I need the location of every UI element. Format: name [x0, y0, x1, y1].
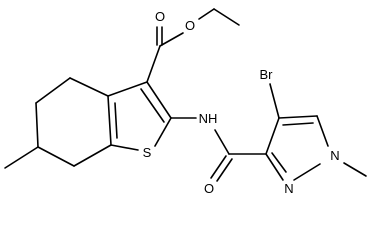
bond-pz-c5-n1: [316, 115, 329, 147]
bond-ester-c-ring: [146, 45, 161, 83]
bond-c3a-c7a-a: [107, 95, 112, 146]
bond-pz-n1-methyl: [343, 162, 367, 177]
bond-group: [4, 8, 367, 182]
bond-pz-c4-c5-a: [278, 115, 318, 119]
bond-pz-n1-n2: [293, 163, 321, 181]
bond-pz-n2-c3-a: [265, 153, 284, 181]
structure-canvas: O O S NH Br O N N: [4, 8, 367, 196]
atom-label-ester-carbonyl-oxygen: O: [155, 9, 165, 24]
bond-amide-c-o-a: [210, 155, 227, 179]
bond-amide-c-o-b: [216, 158, 233, 182]
bond-s-c7a: [110, 144, 139, 151]
bond-c4-c5: [35, 77, 71, 104]
atom-label-amide-carbonyl-oxygen: O: [204, 181, 214, 196]
bond-pz-n2-c3-b: [271, 152, 287, 173]
atom-label-pyrazole-n1: N: [330, 148, 339, 163]
atom-label-sulfur: S: [143, 145, 152, 160]
bond-ethyl-ch3: [213, 8, 240, 26]
bond-ethyl-ch2-o: [198, 8, 215, 20]
atom-label-bromine: Br: [260, 67, 274, 82]
bond-c6-methyl: [4, 146, 39, 169]
atom-label-amide-nh: NH: [199, 111, 218, 126]
bond-ester-o-c: [159, 32, 184, 47]
bond-c5-c6: [35, 102, 39, 148]
molecule-structure: O O S NH Br O N N: [4, 8, 367, 196]
bond-pz-c3-c4: [265, 117, 280, 155]
bond-c6-c7: [37, 146, 75, 167]
atom-label-pyrazole-n2: N: [284, 181, 293, 196]
bond-c2-s: [154, 117, 172, 147]
atom-label-group: O O S NH Br O N N: [143, 9, 340, 196]
bond-c3a-c7a-b: [114, 102, 118, 139]
bond-c3-c2-b: [140, 88, 165, 123]
bond-c3-c3a: [107, 81, 148, 97]
bond-c3-c2-a: [146, 81, 172, 119]
bond-pz-c4-br: [269, 83, 280, 119]
bond-pz-c4-c5-b: [282, 122, 314, 126]
atom-label-ether-oxygen: O: [185, 18, 195, 33]
bond-nh-c-amide: [214, 129, 230, 155]
bond-c7-c7a: [73, 144, 112, 167]
bond-c3a-c4: [69, 77, 109, 97]
